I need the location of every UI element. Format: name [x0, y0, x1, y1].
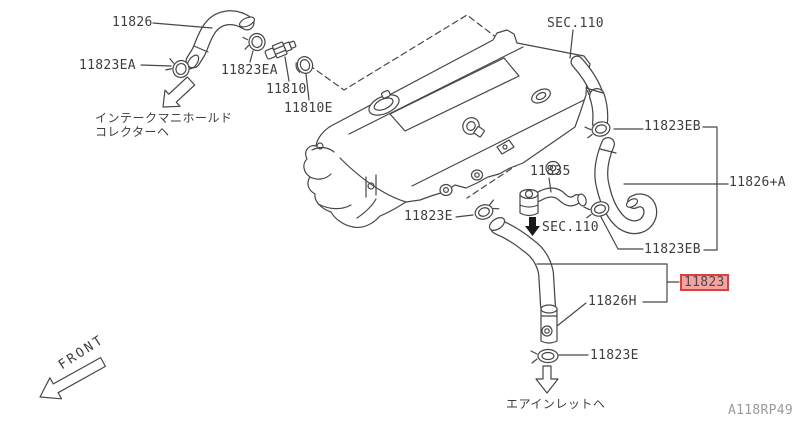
note-intake-manifold-line2: コレクターヘ	[95, 125, 170, 139]
drawing-code: A118RP49	[728, 403, 794, 418]
hose-11835-drawing	[519, 187, 587, 217]
part-label-11810e[interactable]: 11810E	[284, 101, 333, 116]
hose-11823-drawing	[488, 217, 556, 314]
part-label-11835[interactable]: 11835	[530, 164, 571, 179]
part-label-11823e-1[interactable]: 11823E	[404, 209, 453, 224]
note-intake-manifold-line1: インテークマニホールド	[95, 111, 233, 125]
part-label-11823-highlighted[interactable]: 11823	[680, 274, 729, 291]
clamp-11823e-1-drawing	[474, 199, 500, 220]
part-label-11823ea-2[interactable]: 11823EA	[221, 63, 278, 78]
part-label-11826h[interactable]: 11826H	[588, 294, 637, 309]
part-label-11823e-2[interactable]: 11823E	[590, 348, 639, 363]
part-label-11810[interactable]: 11810	[266, 82, 307, 97]
note-air-inlet: エアインレットヘ	[506, 397, 606, 411]
ref-label-sec110-top[interactable]: SEC.110	[547, 16, 604, 31]
part-label-11823ea-1[interactable]: 11823EA	[79, 58, 136, 73]
part-label-11823eb-2[interactable]: 11823EB	[644, 242, 701, 257]
part-label-11826a[interactable]: 11826+A	[729, 175, 786, 190]
hose-11826a-drawing	[594, 137, 658, 235]
part-label-11826[interactable]: 11826	[112, 15, 153, 30]
part-label-11823eb-1[interactable]: 11823EB	[644, 119, 701, 134]
front-direction-arrow	[39, 357, 106, 400]
clamp-11823ea-2-drawing	[242, 32, 266, 52]
pcv-valve-11810-drawing	[264, 40, 297, 60]
leader-lines	[140, 22, 729, 356]
engine-cover-drawing	[303, 29, 609, 229]
clamp-11823ea-1-drawing	[165, 57, 190, 79]
clamp-11823eb-1-drawing	[584, 121, 611, 139]
air-inlet-arrow	[535, 365, 559, 394]
clamp-11823e-2-drawing	[530, 348, 559, 364]
ref-label-sec110-mid[interactable]: SEC.110	[542, 220, 599, 235]
sec110-flow-arrow	[525, 217, 540, 236]
grommet-11810e-drawing	[295, 56, 314, 74]
clamp-11823eb-2-drawing	[583, 201, 610, 219]
intake-direction-arrow	[162, 76, 196, 108]
oil-cap-drawing	[368, 90, 400, 116]
connector-11826h-drawing	[540, 304, 558, 344]
